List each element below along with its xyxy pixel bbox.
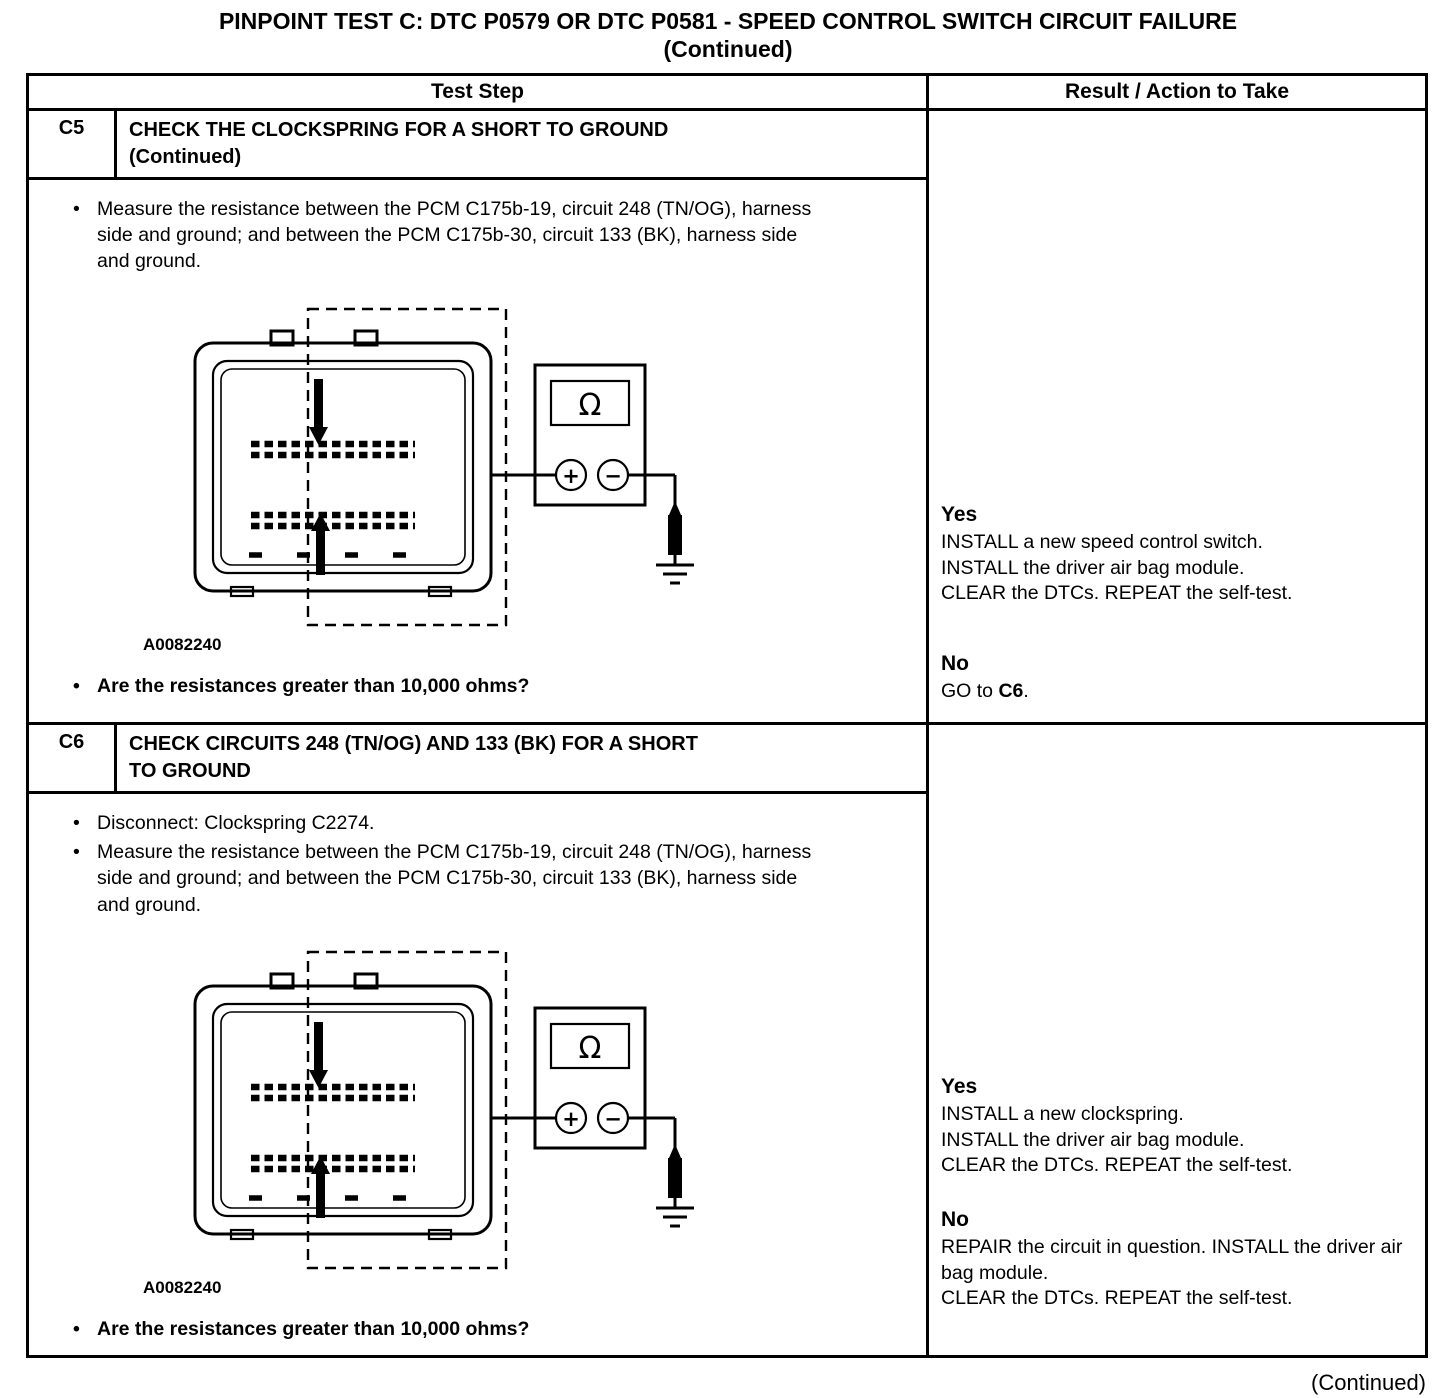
step-body-c6: Disconnect: Clockspring C2274. Measure t… xyxy=(29,794,926,1355)
step-head-c5: C5 CHECK THE CLOCKSPRING FOR A SHORT TO … xyxy=(29,111,926,181)
test-lead-wire xyxy=(491,1116,677,1208)
list-item: Disconnect: Clockspring C2274. xyxy=(53,810,843,836)
pcm-connector-ohmmeter-diagram: Ω + − xyxy=(193,307,694,626)
question-list: Are the resistances greater than 10,000 … xyxy=(53,1316,906,1342)
action-line: CLEAR the DTCs. REPEAT the self-test. xyxy=(941,581,1293,604)
ohm-symbol: Ω xyxy=(579,1031,602,1066)
action-line: REPAIR the circuit in question. INSTALL … xyxy=(941,1236,1403,1284)
action-line: INSTALL the driver air bag module. xyxy=(941,556,1245,579)
ground-probe-icon xyxy=(668,500,682,555)
action-line: CLEAR the DTCs. REPEAT the self-test. xyxy=(941,1286,1293,1309)
ground-symbol-icon xyxy=(656,1206,694,1228)
list-item: Measure the resistance between the PCM C… xyxy=(53,839,843,917)
no-label: No xyxy=(941,652,969,676)
question-text: Are the resistances greater than 10,000 … xyxy=(97,1317,530,1340)
no-block: No REPAIR the circuit in question. INSTA… xyxy=(941,1208,1409,1311)
ohmmeter: Ω + − xyxy=(533,1006,647,1150)
test-probe-top-icon xyxy=(309,378,328,445)
minus-terminal-symbol: − xyxy=(604,1107,622,1131)
figure-c5: Ω + − xyxy=(143,303,906,655)
action-line: GO to C6. xyxy=(941,679,1409,704)
step-head-c6: C6 CHECK CIRCUITS 248 (TN/OG) AND 133 (B… xyxy=(29,725,926,795)
step-id-c5: C5 xyxy=(29,111,117,178)
ground-symbol-icon xyxy=(656,563,694,585)
step-body-c5: Measure the resistance between the PCM C… xyxy=(29,180,926,712)
continued-note: (Continued) xyxy=(1311,1369,1426,1395)
yes-label: Yes xyxy=(941,503,978,527)
test-probe-bottom-icon xyxy=(311,1155,330,1218)
page-subtitle: (Continued) xyxy=(663,35,793,62)
table-header-row: Test Step Result / Action to Take xyxy=(29,76,1425,112)
instruction-text: Measure the resistance between the PCM C… xyxy=(97,841,812,916)
ohmmeter: Ω + − xyxy=(533,363,647,507)
test-step-cell-c5: C5 CHECK THE CLOCKSPRING FOR A SHORT TO … xyxy=(29,111,929,723)
action-line: INSTALL the driver air bag module. xyxy=(941,1128,1245,1151)
go-to-target: C6 xyxy=(998,680,1024,703)
test-step-cell-c6: C6 CHECK CIRCUITS 248 (TN/OG) AND 133 (B… xyxy=(29,725,929,1355)
plus-terminal-symbol: + xyxy=(562,464,580,488)
step-id-c6: C6 xyxy=(29,725,117,792)
breakout-dashed-box xyxy=(306,950,508,1269)
table-row-c6: C6 CHECK CIRCUITS 248 (TN/OG) AND 133 (B… xyxy=(29,725,1425,1355)
yes-block: Yes INSTALL a new speed control switch. … xyxy=(941,503,1409,606)
test-question: Are the resistances greater than 10,000 … xyxy=(53,673,843,699)
table-row-c5: C5 CHECK THE CLOCKSPRING FOR A SHORT TO … xyxy=(29,111,1425,726)
page-title: PINPOINT TEST C: DTC P0579 OR DTC P0581 … xyxy=(218,8,1238,34)
instruction-text: Measure the resistance between the PCM C… xyxy=(97,198,812,273)
figure-c6: Ω + − xyxy=(143,946,906,1298)
step-title-c5: CHECK THE CLOCKSPRING FOR A SHORT TO GRO… xyxy=(117,111,680,177)
result-cell-c5: Yes INSTALL a new speed control switch. … xyxy=(929,111,1425,722)
yes-label: Yes xyxy=(941,1075,978,1099)
breakout-dashed-box xyxy=(306,307,508,626)
figure-label: A0082240 xyxy=(143,634,222,654)
list-item: Measure the resistance between the PCM C… xyxy=(53,196,843,274)
yes-block: Yes INSTALL a new clockspring. INSTALL t… xyxy=(941,1075,1409,1178)
action-line: INSTALL a new speed control switch. xyxy=(941,531,1263,554)
no-block: No GO to C6. xyxy=(941,652,1409,704)
pcm-connector-ohmmeter-diagram: Ω + − xyxy=(193,950,694,1269)
go-to-suffix: . xyxy=(1023,680,1029,703)
instruction-text: Disconnect: Clockspring C2274. xyxy=(97,812,375,835)
pinpoint-test-table: Test Step Result / Action to Take C5 CHE… xyxy=(26,73,1428,1358)
go-to-text: GO to xyxy=(941,680,999,703)
pcm-connector xyxy=(193,329,493,597)
question-text: Are the resistances greater than 10,000 … xyxy=(97,674,530,697)
step-title-line: TO GROUND xyxy=(129,760,251,783)
test-question: Are the resistances greater than 10,000 … xyxy=(53,1316,843,1342)
ohm-symbol: Ω xyxy=(579,388,602,423)
pcm-connector xyxy=(193,972,493,1240)
no-label: No xyxy=(941,1208,969,1232)
instruction-list: Disconnect: Clockspring C2274. Measure t… xyxy=(53,810,906,918)
column-header-result: Result / Action to Take xyxy=(1064,80,1290,104)
ground-probe-icon xyxy=(668,1143,682,1198)
minus-terminal-symbol: − xyxy=(604,464,622,488)
question-list: Are the resistances greater than 10,000 … xyxy=(53,673,906,699)
action-line: CLEAR the DTCs. REPEAT the self-test. xyxy=(941,1153,1293,1176)
step-title-c6: CHECK CIRCUITS 248 (TN/OG) AND 133 (BK) … xyxy=(117,725,710,791)
result-cell-c6: Yes INSTALL a new clockspring. INSTALL t… xyxy=(929,725,1425,1355)
plus-terminal-symbol: + xyxy=(562,1107,580,1131)
test-lead-wire xyxy=(491,473,677,565)
step-title-line: (Continued) xyxy=(129,146,242,169)
instruction-list: Measure the resistance between the PCM C… xyxy=(53,196,906,274)
figure-label: A0082240 xyxy=(143,1277,222,1297)
column-header-test-step: Test Step xyxy=(29,76,929,109)
step-title-line: CHECK CIRCUITS 248 (TN/OG) AND 133 (BK) … xyxy=(129,733,698,756)
test-probe-top-icon xyxy=(309,1021,328,1088)
step-title-line: CHECK THE CLOCKSPRING FOR A SHORT TO GRO… xyxy=(129,119,669,142)
test-probe-bottom-icon xyxy=(311,512,330,575)
action-line: INSTALL a new clockspring. xyxy=(941,1103,1184,1126)
